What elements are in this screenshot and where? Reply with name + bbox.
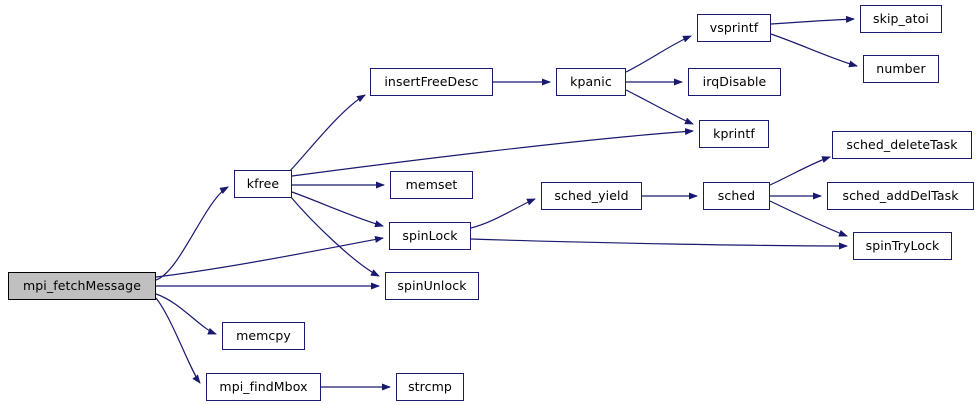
edge-kfree-to-spinLock [291, 191, 384, 228]
edge-vsprintf-to-skip_atoi [770, 15, 855, 25]
node-kpanic[interactable]: kpanic [556, 68, 626, 96]
node-label: spinLock [402, 227, 458, 243]
node-spinUnlock[interactable]: spinUnlock [385, 272, 479, 300]
node-skip_atoi[interactable]: skip_atoi [860, 5, 942, 33]
node-label: kprintf [713, 125, 755, 141]
node-sched_yield[interactable]: sched_yield [541, 182, 642, 210]
edge-sched-to-sched_deleteTask [769, 156, 831, 186]
node-label: kpanic [570, 73, 612, 89]
edge-mpi_fetchMessage-to-kfree [155, 186, 229, 281]
node-label: skip_atoi [873, 10, 929, 26]
node-label: sched_yield [554, 187, 629, 203]
node-number[interactable]: number [863, 55, 939, 83]
node-label: memset [405, 176, 458, 192]
node-label: vsprintf [709, 19, 759, 35]
edge-mpi_fetchMessage-to-spinLock [155, 236, 384, 278]
node-label: sched_deleteTask [846, 136, 958, 152]
node-sched_deleteTask[interactable]: sched_deleteTask [832, 131, 972, 159]
node-label: irqDisable [702, 73, 767, 89]
node-label: sched_addDelTask [842, 187, 959, 203]
edge-vsprintf-to-number [770, 33, 858, 68]
node-mpi_findMbox[interactable]: mpi_findMbox [206, 373, 321, 401]
node-irqDisable[interactable]: irqDisable [688, 68, 781, 96]
node-kfree[interactable]: kfree [234, 170, 292, 198]
node-insertFreeDesc[interactable]: insertFreeDesc [370, 68, 493, 96]
edge-mpi_fetchMessage-to-mpi_findMbox [155, 297, 201, 384]
edge-spinLock-to-sched_yield [470, 198, 536, 229]
node-sched_addDelTask[interactable]: sched_addDelTask [827, 182, 974, 210]
node-strcmp[interactable]: strcmp [396, 373, 464, 401]
node-spinLock[interactable]: spinLock [389, 222, 471, 250]
node-label: sched [717, 187, 756, 203]
edge-kpanic-to-vsprintf [625, 35, 692, 73]
edge-kfree-to-insertFreeDesc [288, 94, 366, 173]
edge-kpanic-to-kprintf [625, 89, 694, 125]
node-label: spinTryLock [865, 237, 940, 253]
edge-mpi_fetchMessage-to-memcpy [155, 293, 217, 335]
edge-kfree-to-spinUnlock [289, 195, 380, 277]
node-vsprintf[interactable]: vsprintf [697, 14, 771, 42]
node-label: mpi_findMbox [219, 378, 308, 394]
node-label: strcmp [408, 378, 452, 394]
node-spinTryLock[interactable]: spinTryLock [853, 232, 952, 260]
node-label: memcpy [236, 327, 291, 343]
node-label: insertFreeDesc [384, 73, 479, 89]
node-sched[interactable]: sched [703, 182, 770, 210]
node-label: spinUnlock [397, 277, 467, 293]
edge-kfree-to-kprintf [291, 128, 694, 177]
edge-spinLock-to-spinTryLock [470, 238, 848, 250]
node-memset[interactable]: memset [390, 171, 473, 199]
node-memcpy[interactable]: memcpy [222, 322, 305, 350]
node-label: mpi_fetchMessage [22, 277, 141, 293]
node-label: kfree [246, 175, 280, 191]
node-label: number [876, 60, 926, 76]
node-kprintf[interactable]: kprintf [699, 120, 769, 148]
node-mpi_fetchMessage[interactable]: mpi_fetchMessage [8, 272, 156, 300]
